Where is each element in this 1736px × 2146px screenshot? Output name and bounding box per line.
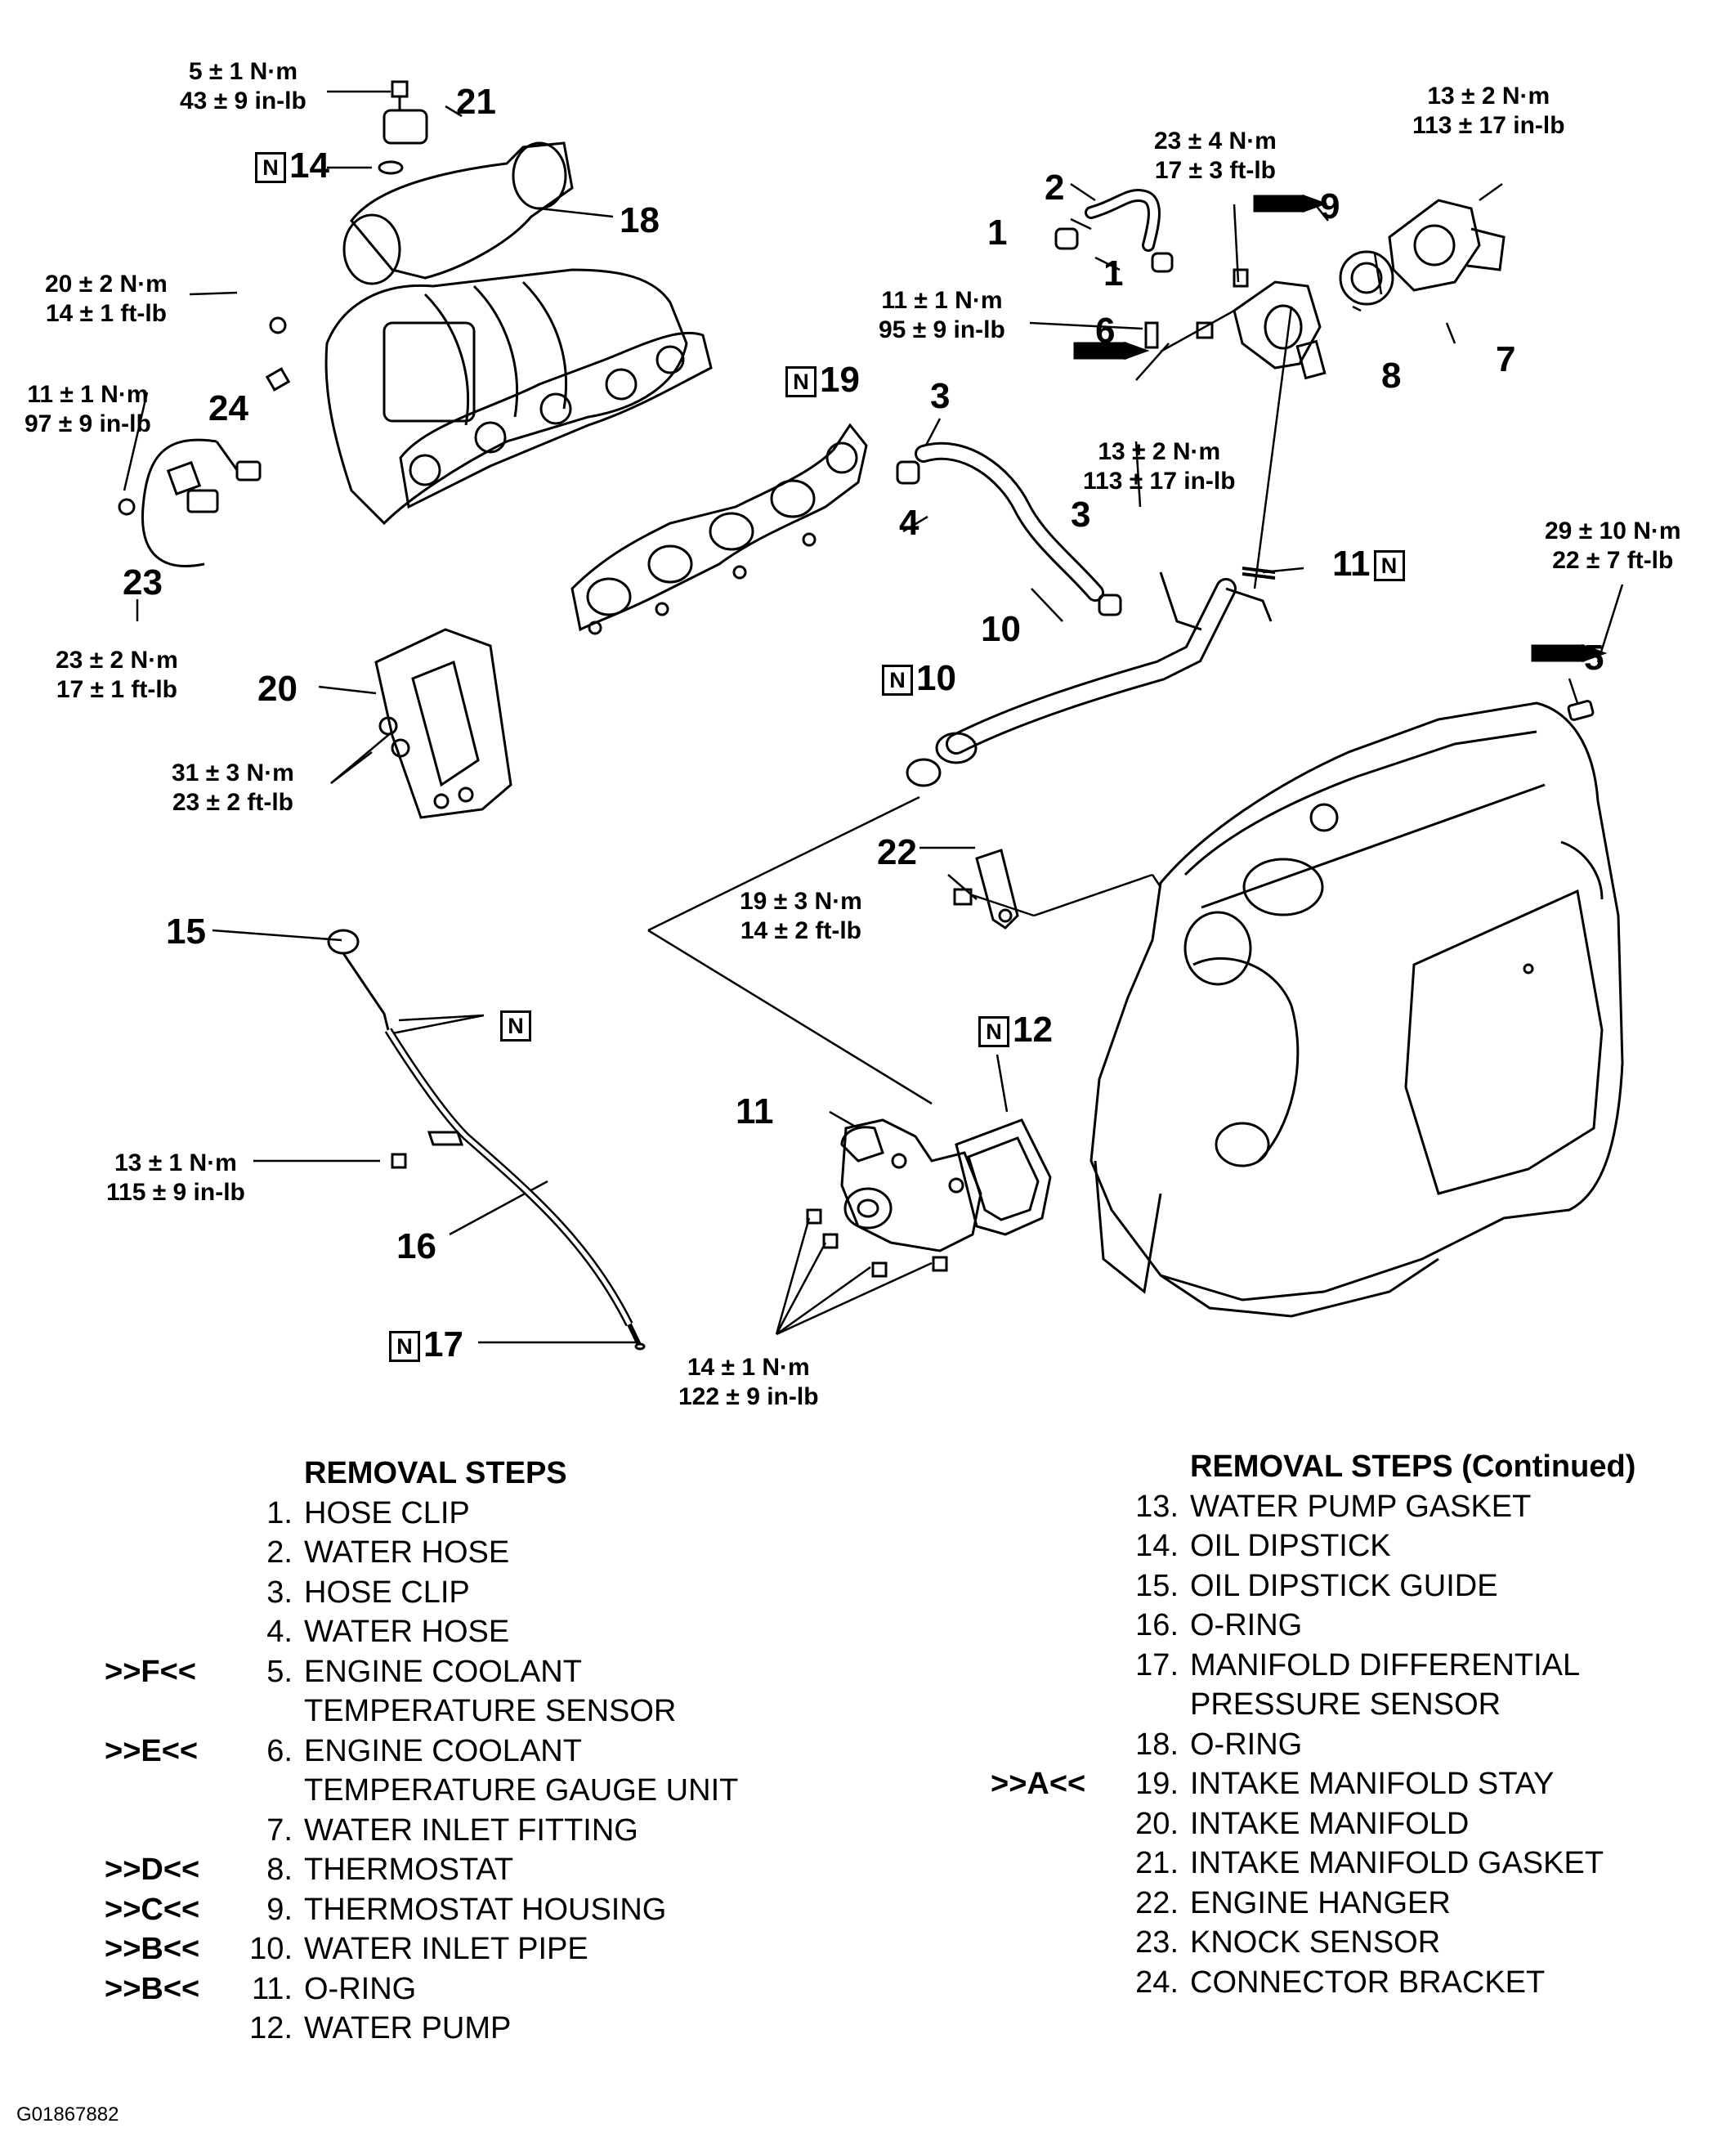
list-item: 23.KNOCK SENSOR xyxy=(1135,1925,1441,1960)
list-item: 7.WATER INLET FITTING xyxy=(266,1812,638,1848)
callout-4: 4 xyxy=(899,503,919,543)
callout-5: 5 xyxy=(1584,638,1604,678)
callout-3a: 3 xyxy=(930,376,951,416)
new-part-mark: N xyxy=(1373,550,1405,582)
intake-manifold xyxy=(265,141,713,526)
callout-2: 2 xyxy=(1045,168,1065,208)
callout-14: 15 xyxy=(166,912,206,952)
new-part-mark: N xyxy=(500,1010,531,1042)
removal-steps-heading: REMOVAL STEPS xyxy=(304,1456,567,1490)
list-item: 12.WATER PUMP xyxy=(249,2011,512,2045)
callout-20: 18 xyxy=(620,200,660,240)
callout-23: 23 xyxy=(123,562,163,603)
n-mark-dipstick: N xyxy=(497,1004,535,1045)
list-item: TEMPERATURE SENSOR xyxy=(304,1694,677,1728)
thermostat-assembly xyxy=(1196,194,1506,380)
exploded-parts-diagram xyxy=(118,80,1624,1351)
callout-15: 16 xyxy=(396,1226,436,1266)
callout-1b: 1 xyxy=(1103,253,1124,293)
callout-19: 20 xyxy=(257,669,298,709)
gauge-unit xyxy=(1073,321,1159,361)
list-item: >>B<<11.O-RING xyxy=(105,1971,417,2006)
callout-8: 8 xyxy=(1381,356,1402,396)
new-part-mark: N xyxy=(978,1016,1009,1048)
callout-22: 22 xyxy=(877,832,917,872)
new-part-mark: N xyxy=(255,152,286,184)
intake-manifold-gasket xyxy=(570,423,868,635)
map-sensor xyxy=(378,80,428,175)
new-part-mark: N xyxy=(882,665,913,697)
callout-7: 7 xyxy=(1496,339,1516,379)
removal-steps-continued-list: REMOVAL STEPS (Continued) 13.WATER PUMP … xyxy=(991,1447,1726,2002)
list-item: 4.WATER HOSE xyxy=(266,1615,510,1649)
list-item: 24.CONNECTOR BRACKET xyxy=(1135,1965,1546,2000)
water-inlet-pipe xyxy=(906,567,1276,787)
water-pump xyxy=(806,1118,1052,1278)
list-item: 15.OIL DIPSTICK GUIDE xyxy=(1135,1568,1498,1603)
water-hose-upper xyxy=(1054,189,1174,273)
callout-12: 11 xyxy=(736,1091,774,1131)
new-part-mark: N xyxy=(389,1331,420,1363)
list-item: 13.WATER PUMP GASKET xyxy=(1135,1489,1532,1524)
list-item: >>C<<9.THERMOSTAT HOUSING xyxy=(105,1892,667,1927)
list-item: 21.INTAKE MANIFOLD GASKET xyxy=(1135,1846,1604,1880)
list-item: >>D<<8.THERMOSTAT xyxy=(105,1853,514,1887)
callout-6: 6 xyxy=(1095,311,1116,351)
removal-steps-continued-heading: REMOVAL STEPS (Continued) xyxy=(1190,1449,1636,1484)
list-item: 17.MANIFOLD DIFFERENTIAL xyxy=(1135,1647,1581,1682)
list-item: >>A<<19.INTAKE MANIFOLD STAY xyxy=(991,1767,1555,1801)
list-item: 16.O-RING xyxy=(1135,1608,1303,1642)
callout-1a: 1 xyxy=(987,213,1008,253)
callout-24: 24 xyxy=(208,388,248,428)
list-item: >>F<<5.ENGINE COOLANT xyxy=(105,1654,582,1689)
water-hose-lower xyxy=(896,441,1122,616)
callout-17: 21 xyxy=(456,82,496,122)
callout-3b: 3 xyxy=(1071,495,1091,535)
removal-steps-list: REMOVAL STEPS 1.HOSE CLIP 2.WATER HOSE 3… xyxy=(105,1454,840,2049)
list-item: 2.WATER HOSE xyxy=(266,1535,510,1570)
intake-manifold-stay xyxy=(374,628,512,819)
leader-lines xyxy=(123,90,1624,1344)
callout-10: 10 xyxy=(981,609,1021,649)
list-item: >>B<<10.WATER INLET PIPE xyxy=(105,1932,588,1966)
engine-block xyxy=(1089,701,1624,1318)
list-item: 3.HOSE CLIP xyxy=(266,1575,470,1610)
list-item: PRESSURE SENSOR xyxy=(1190,1687,1501,1722)
callout-9: 9 xyxy=(1320,186,1340,226)
engine-hanger xyxy=(953,849,1019,930)
list-item: 18.O-RING xyxy=(1135,1727,1303,1762)
list-item: 22.ENGINE HANGER xyxy=(1135,1885,1451,1920)
coolant-temp-sensor xyxy=(1531,643,1608,721)
oil-dipstick xyxy=(327,929,646,1351)
list-item: 1.HOSE CLIP xyxy=(266,1495,470,1530)
knock-sensor-harness xyxy=(118,438,262,567)
list-item: 20.INTAKE MANIFOLD xyxy=(1135,1806,1470,1841)
figure-id: G01867882 xyxy=(16,2103,119,2126)
new-part-mark: N xyxy=(785,366,817,398)
list-item: 14.OIL DIPSTICK xyxy=(1135,1529,1391,1563)
list-item: TEMPERATURE GAUGE UNIT xyxy=(304,1773,739,1808)
list-item: >>E<<6.ENGINE COOLANT xyxy=(105,1733,582,1768)
